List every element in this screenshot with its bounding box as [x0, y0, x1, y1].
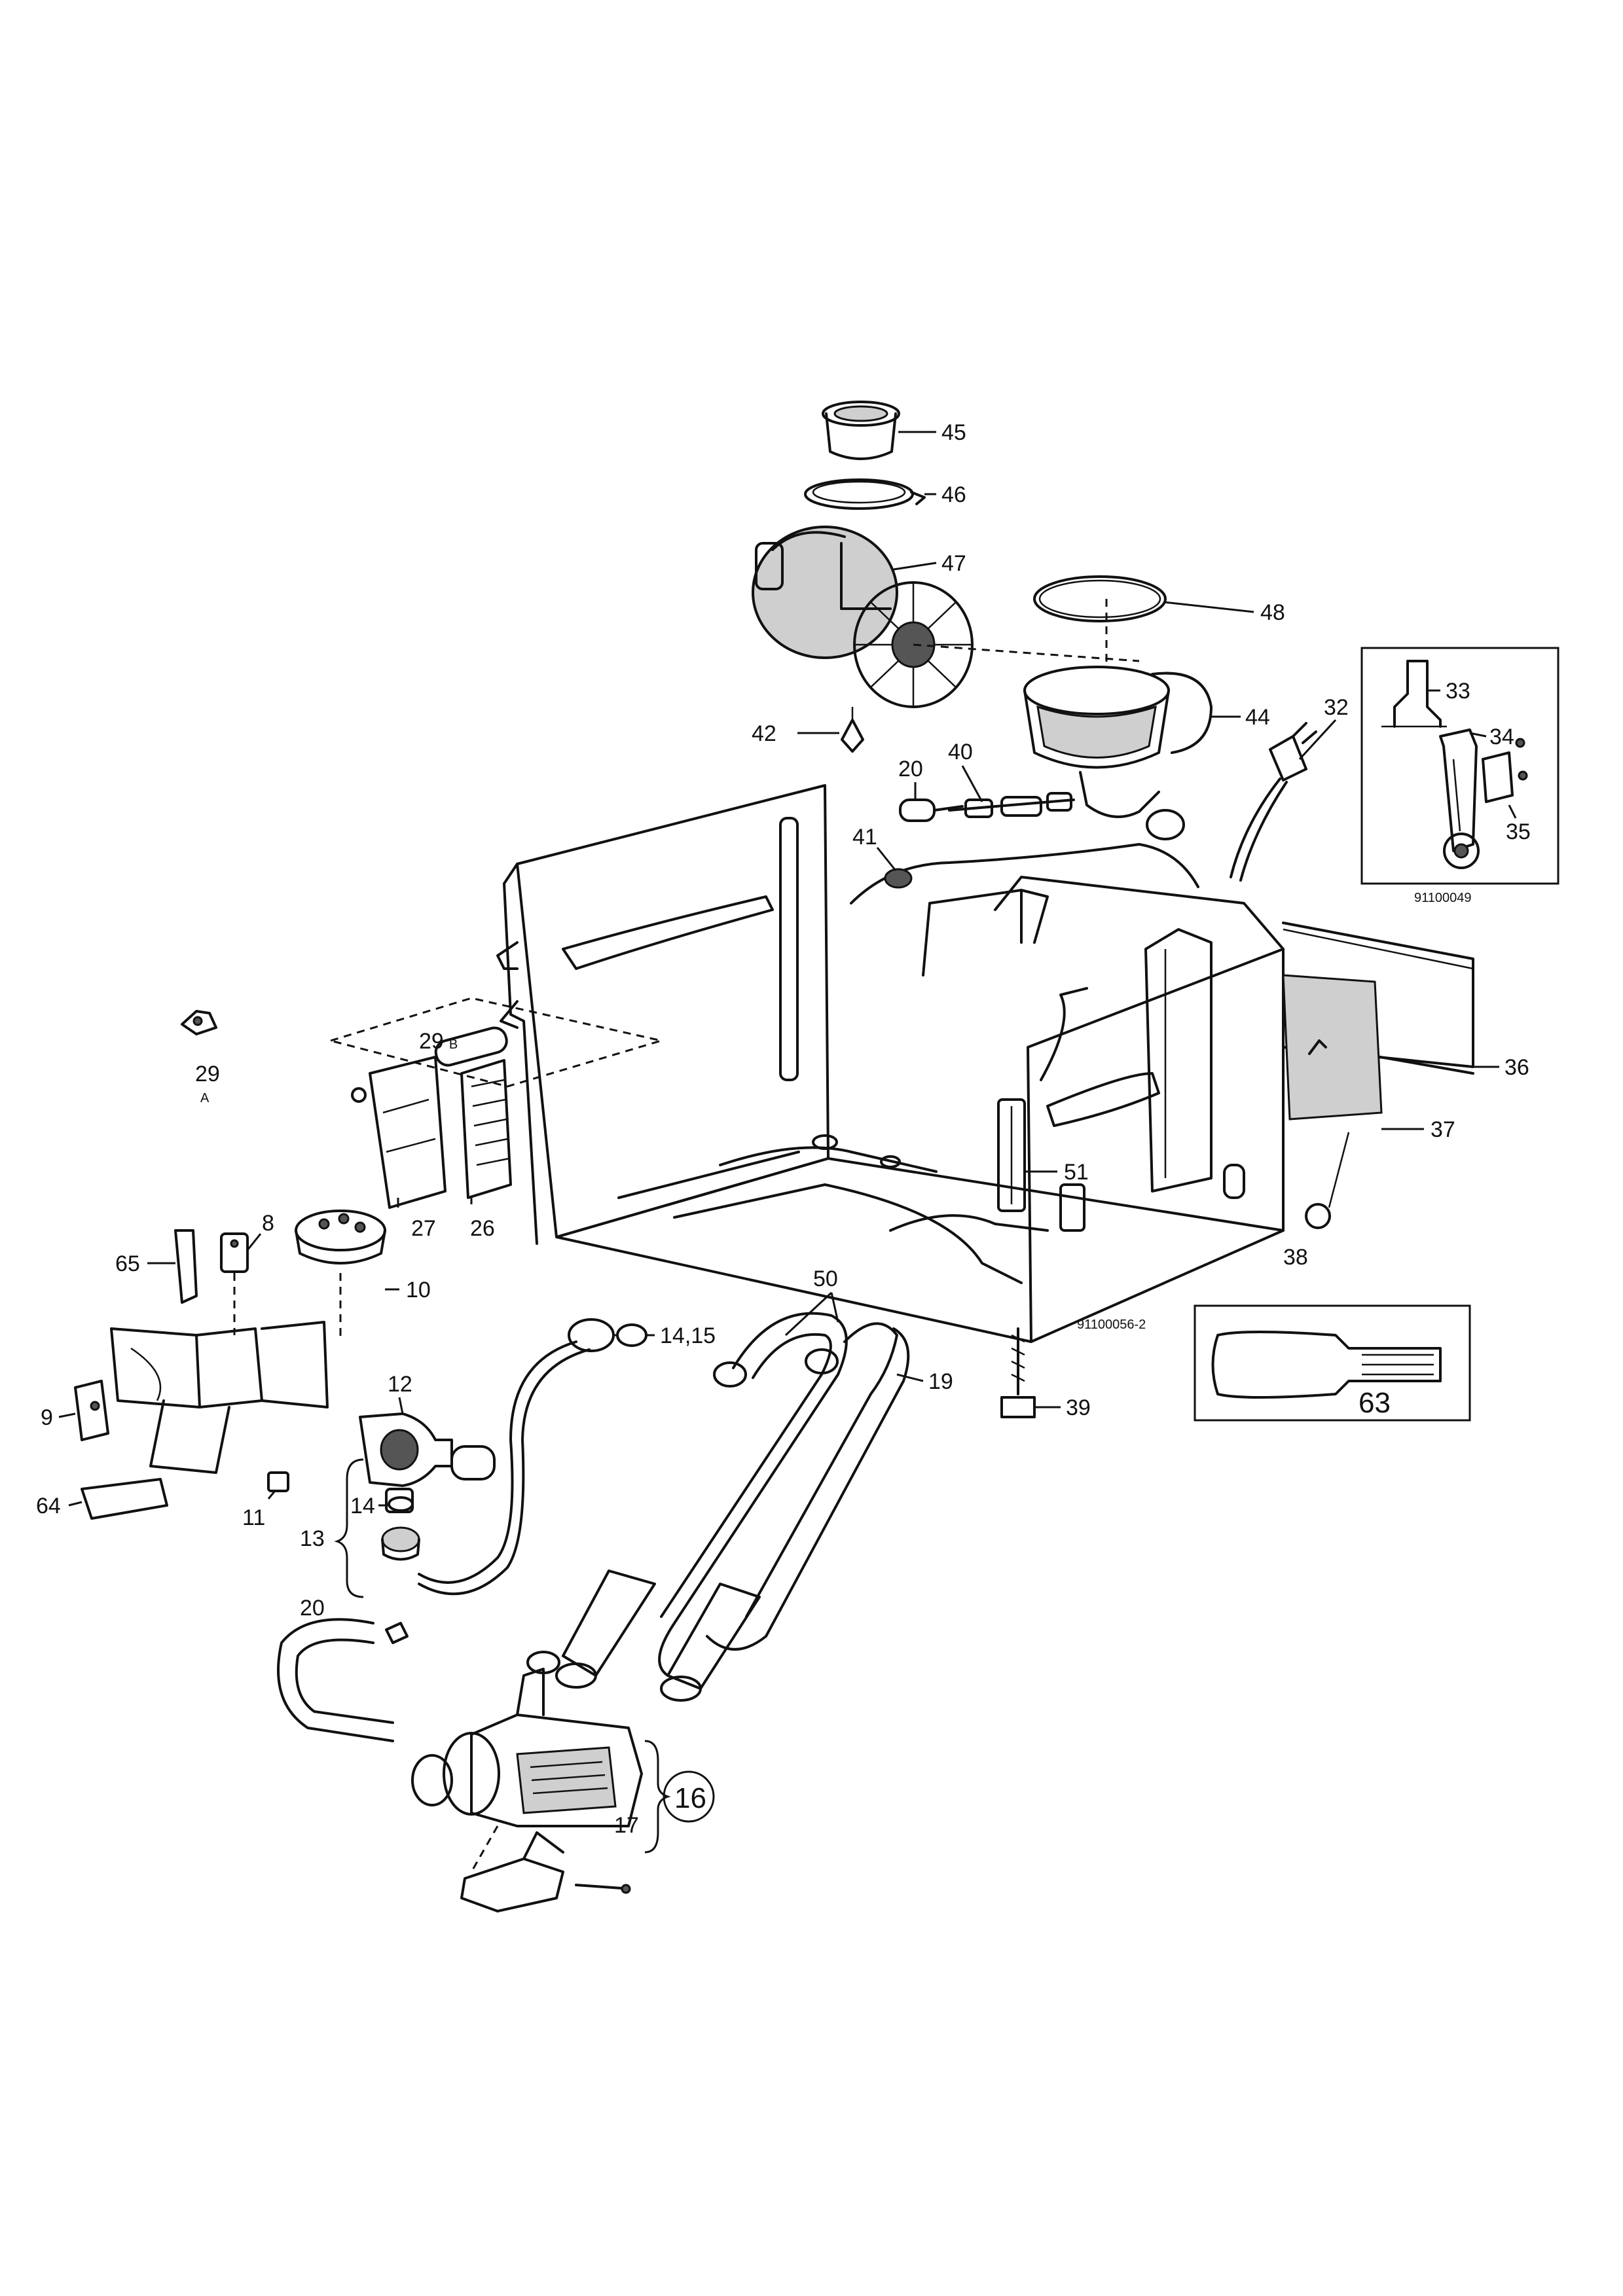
label-38: 38 [1283, 1245, 1308, 1270]
part-19-hose [706, 1327, 910, 1651]
label-14: 14 [350, 1494, 375, 1518]
label-33: 33 [1446, 679, 1470, 704]
part-47-circulation-pump [752, 526, 974, 708]
label-45: 45 [941, 420, 966, 445]
label-46: 46 [941, 482, 966, 507]
part-12-inlet-valve [359, 1412, 453, 1513]
part-8-switch [220, 1232, 249, 1273]
label-29a-suffix: A [200, 1091, 210, 1105]
part-42-nozzle [841, 707, 864, 753]
part-17-pump-bracket [460, 1831, 631, 1912]
label-36: 36 [1504, 1055, 1529, 1080]
label-11: 11 [242, 1505, 265, 1530]
label-37: 37 [1431, 1117, 1455, 1142]
label-26: 26 [470, 1216, 495, 1241]
part-51-post [997, 1098, 1026, 1212]
label-29a: 29 [195, 1062, 220, 1086]
part-27-bracket [351, 1056, 447, 1209]
label-10: 10 [406, 1278, 431, 1302]
part-46-clamp-ring [804, 478, 926, 510]
inset-box-top-right: 91100049 [1360, 647, 1559, 905]
part-35-clip [1482, 738, 1528, 803]
part-9-bracket [74, 1380, 109, 1441]
part-39-screw [1000, 1327, 1036, 1418]
hose-corrugated-right [660, 1583, 761, 1702]
main-frame [496, 784, 1285, 1343]
label-19: 19 [928, 1369, 953, 1394]
dashed-guide-pump-to-sump [913, 643, 1140, 662]
part-10-pressure-switch [295, 1210, 386, 1265]
main-reference-code: 91100056-2 [1077, 1318, 1146, 1332]
water-inlet-bracket [110, 1321, 329, 1474]
part-37-side-panel [1282, 974, 1383, 1121]
part-26-terminal-block [460, 1059, 512, 1199]
inset-box-tool [1194, 1304, 1471, 1422]
label-12: 12 [388, 1372, 412, 1397]
leader-lines [58, 431, 1517, 1507]
label-20-bottom: 20 [300, 1596, 325, 1621]
label-39: 39 [1066, 1395, 1091, 1420]
label-9: 9 [41, 1405, 53, 1430]
label-50: 50 [813, 1266, 838, 1291]
part-16-circle-marker [663, 1770, 715, 1823]
inset-reference-code: 91100049 [1414, 891, 1472, 905]
part-20-hose [277, 1618, 409, 1742]
label-20-top: 20 [898, 757, 923, 781]
label-34: 34 [1489, 725, 1514, 749]
part-48-gasket [1033, 575, 1167, 622]
part-44-sump-housing [1023, 666, 1213, 840]
label-47: 47 [941, 551, 966, 576]
label-35: 35 [1506, 819, 1531, 844]
dashed-guide-17 [470, 1825, 499, 1873]
part-65-clip [174, 1229, 198, 1304]
part-34-hinge-arm [1439, 728, 1480, 869]
brace-13 [334, 1458, 364, 1598]
part-38-cap [1305, 1132, 1350, 1229]
label-65: 65 [115, 1251, 140, 1276]
label-27: 27 [411, 1216, 436, 1241]
part-12-hose-sleeve [450, 1445, 496, 1480]
label-8: 8 [262, 1211, 274, 1236]
label-64: 64 [36, 1494, 61, 1518]
label-14-15: 14,15 [660, 1323, 716, 1348]
part-11-cap [267, 1471, 289, 1492]
part-13-nut [381, 1526, 420, 1561]
part-64-clip [81, 1478, 168, 1520]
part-32-power-plug [1230, 722, 1317, 882]
part-20-sensor [899, 798, 964, 822]
label-63: 63 [1359, 1387, 1391, 1419]
part-33-bracket [1381, 660, 1447, 728]
label-17: 17 [614, 1813, 639, 1838]
label-48: 48 [1260, 600, 1285, 625]
label-44: 44 [1245, 705, 1270, 730]
label-16: 16 [674, 1782, 706, 1814]
part-29b-resistor [434, 1026, 508, 1067]
hose-50-end-left [713, 1361, 747, 1388]
label-42: 42 [752, 721, 776, 746]
part-45-pump-cap [822, 401, 900, 460]
brace-16-17 [644, 1740, 671, 1854]
label-41: 41 [852, 825, 877, 850]
dashed-guide-29b [327, 997, 665, 1088]
part-41-cable-grommet [850, 843, 1199, 905]
part-50-drain-hose [658, 1312, 898, 1677]
label-13: 13 [300, 1526, 325, 1551]
part-16-drain-pump [411, 1651, 643, 1827]
part-14-washer [388, 1496, 414, 1512]
part-labels: 45 46 47 48 42 44 32 20 40 41 33 34 35 2… [36, 420, 1531, 1838]
part-63-tool [1211, 1331, 1442, 1399]
label-40: 40 [948, 740, 973, 764]
hose-50-end-right [805, 1348, 839, 1374]
hose-corrugated-left [555, 1570, 656, 1689]
part-29a-clip [181, 1010, 217, 1035]
label-32: 32 [1324, 695, 1349, 720]
part-40-connector [948, 792, 1075, 818]
label-51: 51 [1064, 1160, 1089, 1185]
